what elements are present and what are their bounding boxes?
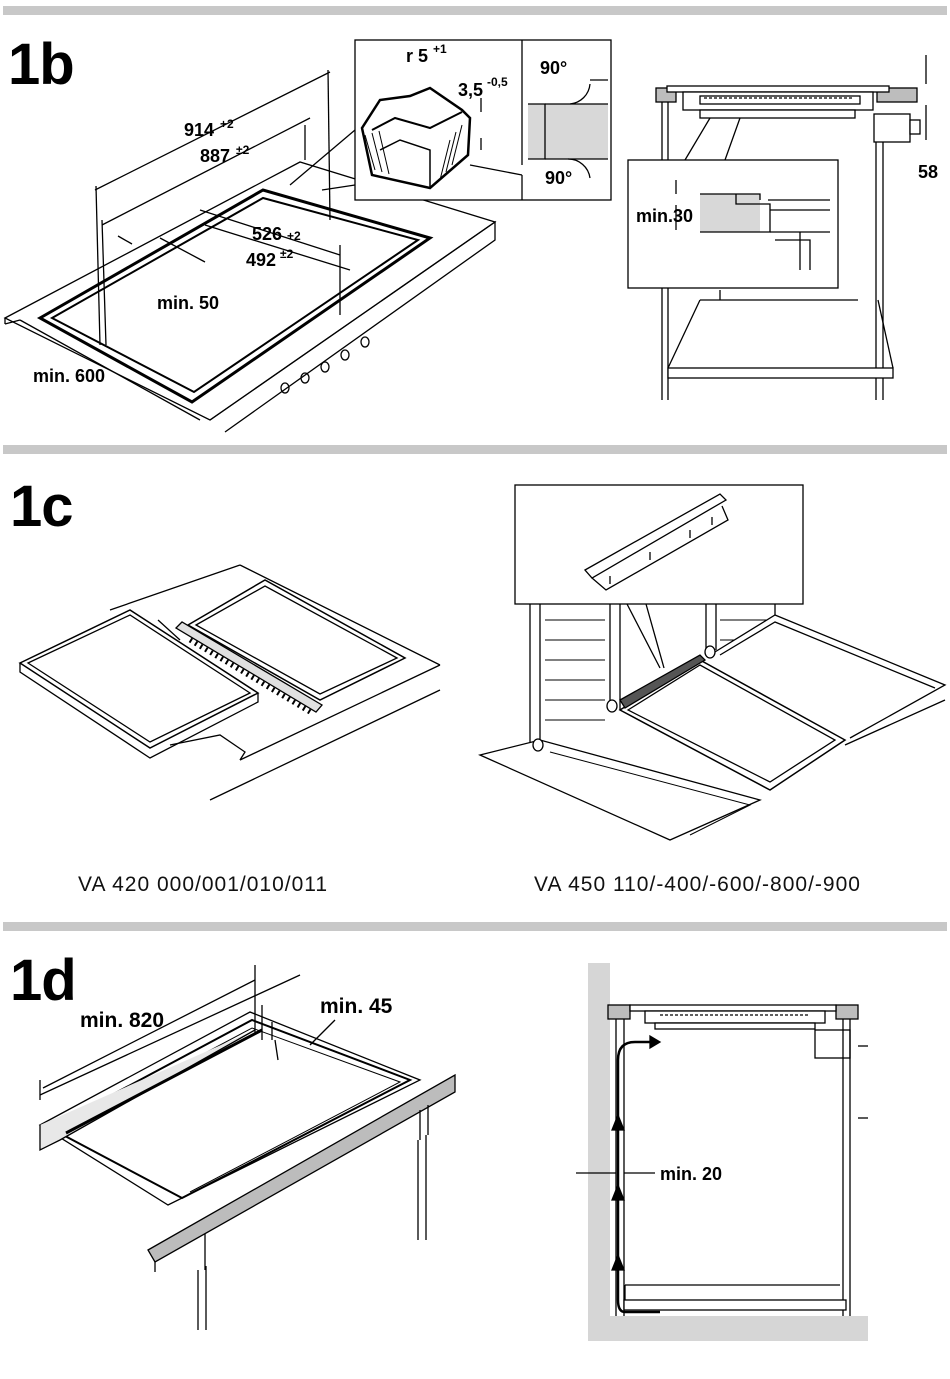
dim-min-20: min. 20 [660, 1164, 722, 1184]
